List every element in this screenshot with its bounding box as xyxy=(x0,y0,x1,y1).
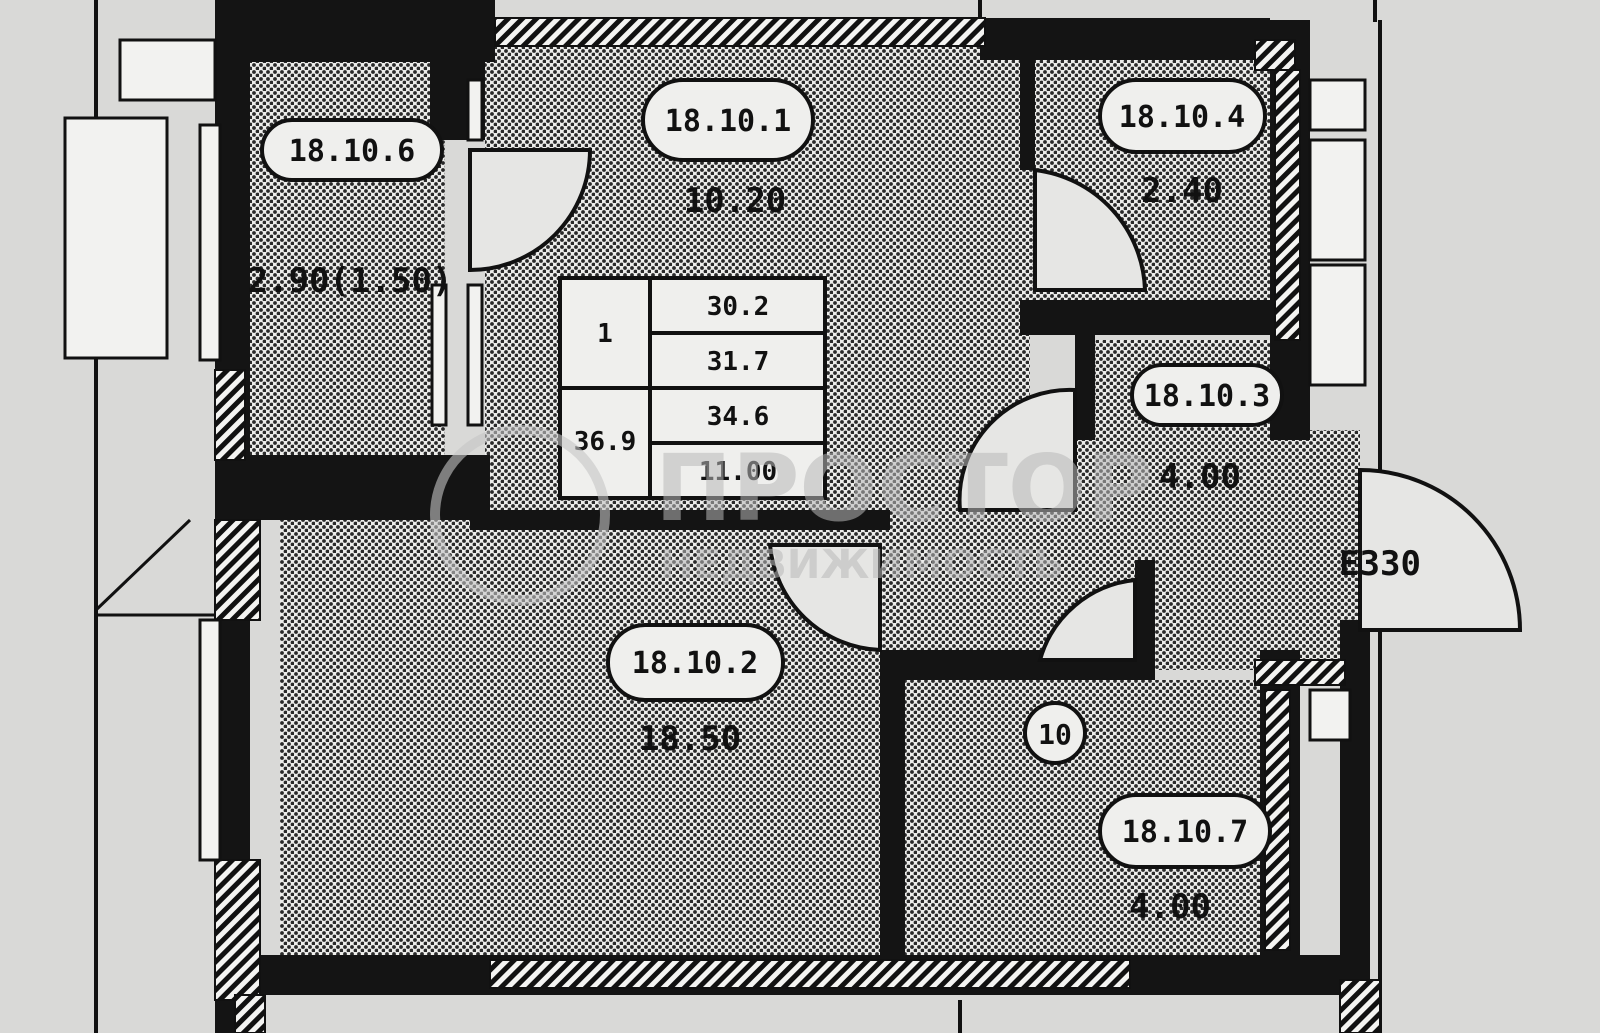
room-tag-living-room: 18.10.2 xyxy=(606,623,785,702)
svg-text:18.10.1: 18.10.1 xyxy=(665,104,791,139)
room-area-kitchen: 10.20 xyxy=(684,181,786,221)
door-swings xyxy=(468,148,1523,662)
watermark-logo-icon xyxy=(430,425,610,605)
room-tag-bathroom: 18.10.7 xyxy=(1098,793,1272,869)
svg-text:18.10.7: 18.10.7 xyxy=(1122,815,1248,850)
door-swing-wc xyxy=(1033,167,1148,292)
door-swing-hall xyxy=(957,387,1077,512)
room-tag-kitchen: 18.10.1 xyxy=(641,78,815,162)
watermark-tagline: НЕДВИЖИМОСТЬ xyxy=(660,542,1064,588)
room-tag-wc: 18.10.4 xyxy=(1098,78,1267,154)
room-area-living-room: 18.50 xyxy=(639,719,741,759)
right-fixtures xyxy=(1308,78,1367,742)
room-tag-loggia: 18.10.6 xyxy=(260,118,444,182)
room-area-loggia: 2.90(1.50) xyxy=(248,261,453,301)
summary-value-2: 31.7 xyxy=(707,347,770,377)
svg-text:18.10.3: 18.10.3 xyxy=(1144,379,1270,414)
room-area-wc: 2.40 xyxy=(1141,171,1223,211)
dimension-label: E330 xyxy=(1339,544,1421,584)
svg-text:18.10.4: 18.10.4 xyxy=(1119,100,1245,135)
summary-value-4: 34.6 xyxy=(707,402,770,432)
summary-value-5: 11.00 xyxy=(699,457,777,487)
room-area-bathroom: 4.00 xyxy=(1129,887,1211,927)
room-tag-hall: 18.10.3 xyxy=(1130,363,1284,427)
left-windows xyxy=(63,38,222,862)
watermark: ПРОСТОР НЕДВИЖИМОСТЬ xyxy=(430,425,1154,605)
summary-value-1: 30.2 xyxy=(707,292,770,322)
door-swing-loggia xyxy=(468,148,593,273)
loggia-partition xyxy=(430,78,484,427)
summary-rooms-count: 1 xyxy=(597,319,613,349)
balcony-outline xyxy=(94,518,215,617)
svg-text:10: 10 xyxy=(1038,718,1072,751)
svg-text:18.10.2: 18.10.2 xyxy=(632,646,758,681)
room-area-hall: 4.00 xyxy=(1159,457,1241,497)
svg-text:18.10.6: 18.10.6 xyxy=(289,134,415,169)
door-swing-living xyxy=(767,543,882,653)
watermark-brand: ПРОСТОР xyxy=(655,435,1154,542)
door-swing-bath xyxy=(1037,577,1137,662)
door-swing-entrance xyxy=(1358,467,1523,632)
hatched-walls xyxy=(214,17,1381,1033)
apartment-number-badge: 10 xyxy=(1023,701,1087,765)
summary-table: 1 30.2 31.7 36.9 34.6 11.00 xyxy=(558,276,827,500)
